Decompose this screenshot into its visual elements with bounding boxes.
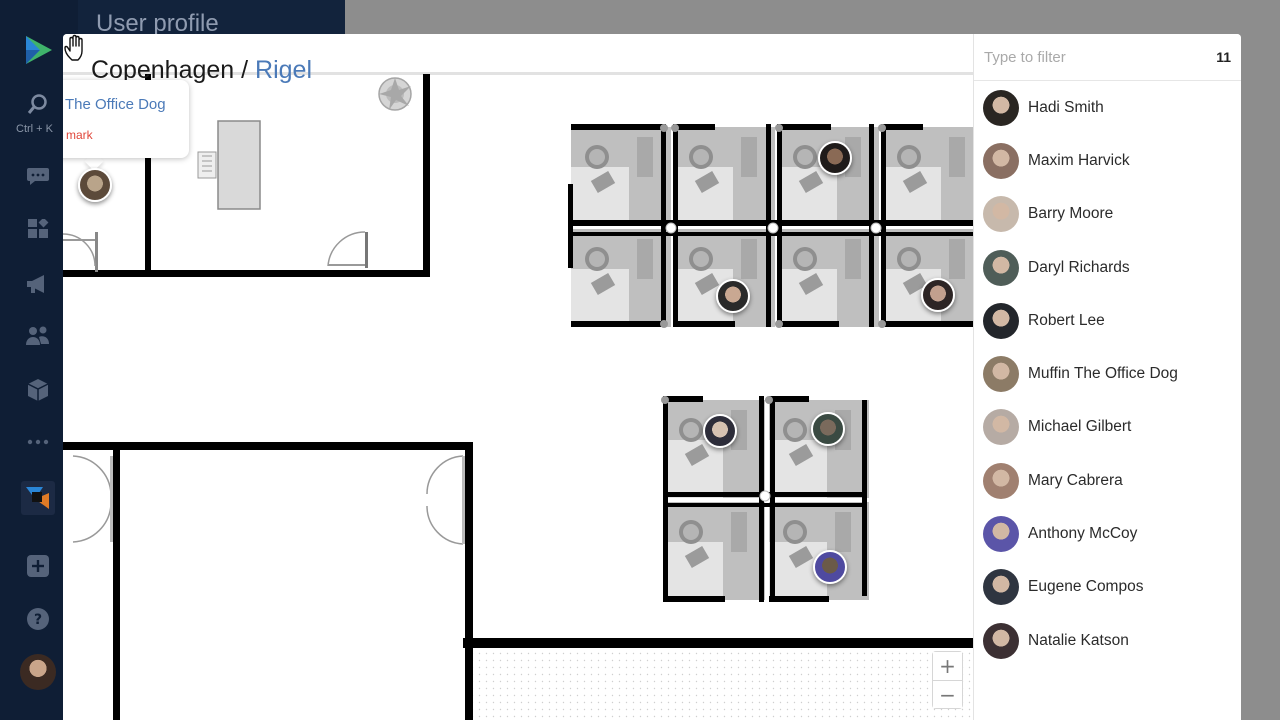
chat-icon[interactable]	[24, 162, 52, 190]
desk	[217, 120, 261, 210]
widgets-icon[interactable]	[24, 216, 52, 244]
person-name: Daryl Richards	[1028, 258, 1130, 276]
people-count: 11	[1216, 49, 1231, 65]
person-name: Muffin The Office Dog	[1028, 365, 1178, 383]
breadcrumb-city[interactable]: Copenhagen	[91, 56, 235, 84]
svg-text:?: ?	[34, 612, 42, 628]
workstation-block-bottom	[661, 396, 869, 602]
person-name: Hadi Smith	[1028, 98, 1104, 116]
map-pin-hadi-smith[interactable]	[716, 279, 750, 313]
map-pin-natalie-katson[interactable]	[921, 278, 955, 312]
zoom-controls: + −	[932, 651, 963, 709]
wall	[423, 74, 430, 276]
map-pin-robert-lee[interactable]	[818, 141, 852, 175]
person-list-item[interactable]: Eugene Compos	[974, 561, 1241, 614]
floor-plan-map[interactable]: Copenhagen / Rigel	[63, 34, 973, 720]
person-name: Mary Cabrera	[1028, 471, 1123, 489]
person-list-item[interactable]: Robert Lee	[974, 294, 1241, 347]
person-name: Michael Gilbert	[1028, 418, 1132, 436]
integration-app-icon[interactable]	[20, 480, 56, 516]
person-list-item[interactable]: Mary Cabrera	[974, 454, 1241, 507]
avatar	[983, 356, 1019, 393]
avatar	[983, 516, 1019, 553]
person-list-item[interactable]: Michael Gilbert	[974, 401, 1241, 454]
avatar	[983, 462, 1019, 499]
shortcut-hint: Ctrl + K	[16, 123, 53, 135]
more-icon[interactable]	[24, 428, 52, 456]
avatar	[983, 142, 1019, 179]
filter-input[interactable]	[984, 46, 1184, 68]
person-list-item[interactable]: Anthony McCoy	[974, 507, 1241, 560]
person-tooltip: The Office Dog e mark	[63, 80, 189, 158]
person-name: Barry Moore	[1028, 205, 1114, 223]
tooltip-action[interactable]: e mark	[63, 128, 93, 142]
avatar	[983, 89, 1019, 126]
people-list: Hadi Smith Maxim Harvick Barry Moore Dar…	[974, 81, 1241, 667]
person-list-item[interactable]: Daryl Richards	[974, 241, 1241, 294]
avatar	[983, 409, 1019, 446]
current-user-avatar[interactable]	[20, 654, 56, 690]
people-panel: 11 Hadi Smith Maxim Harvick Barry Moore …	[973, 34, 1241, 720]
avatar	[983, 196, 1019, 233]
breadcrumb-location: Rigel	[255, 56, 313, 84]
breadcrumb: Copenhagen / Rigel	[91, 56, 312, 85]
floor-plan-drawing	[63, 74, 973, 720]
wall	[145, 74, 151, 272]
help-icon[interactable]: ?	[24, 605, 52, 633]
person-list-item[interactable]: Barry Moore	[974, 188, 1241, 241]
workstation-block-top	[568, 124, 973, 328]
person-name: Natalie Katson	[1028, 631, 1129, 649]
map-pin-dog[interactable]	[78, 168, 112, 202]
background-page-title: User profile	[96, 10, 219, 37]
map-pin-daryl-richards[interactable]	[811, 412, 845, 446]
tooltip-person-name[interactable]: The Office Dog	[65, 96, 166, 113]
plant-icon	[378, 77, 412, 111]
person-name: Eugene Compos	[1028, 578, 1144, 596]
person-name: Anthony McCoy	[1028, 525, 1138, 543]
person-list-item[interactable]: Muffin The Office Dog	[974, 347, 1241, 400]
person-list-item[interactable]: Maxim Harvick	[974, 134, 1241, 187]
person-name: Robert Lee	[1028, 311, 1105, 329]
avatar	[983, 249, 1019, 286]
breadcrumb-separator: /	[234, 56, 256, 84]
map-pin-barry-moore[interactable]	[703, 414, 737, 448]
add-icon[interactable]	[24, 552, 52, 580]
people-icon[interactable]	[24, 322, 52, 350]
filter-bar: 11	[974, 34, 1241, 81]
floor-plan-modal: Copenhagen / Rigel	[63, 34, 1241, 720]
app-logo-icon[interactable]	[22, 34, 54, 66]
hand-cursor-icon	[64, 34, 83, 61]
megaphone-icon[interactable]	[24, 270, 52, 298]
map-top-divider	[63, 72, 973, 75]
avatar	[983, 569, 1019, 606]
wall	[63, 270, 430, 277]
cube-icon[interactable]	[24, 376, 52, 404]
search-icon[interactable]	[24, 90, 52, 118]
background-header: User profile	[78, 0, 345, 40]
zoom-in-button[interactable]: +	[933, 652, 962, 680]
person-list-item[interactable]: Natalie Katson	[974, 614, 1241, 667]
person-name: Maxim Harvick	[1028, 151, 1130, 169]
zoom-out-button[interactable]: −	[933, 680, 962, 708]
person-list-item[interactable]: Hadi Smith	[974, 81, 1241, 134]
avatar	[983, 622, 1019, 659]
map-pin-anthony-mccoy[interactable]	[813, 550, 847, 584]
avatar	[983, 302, 1019, 339]
wall	[63, 442, 473, 450]
